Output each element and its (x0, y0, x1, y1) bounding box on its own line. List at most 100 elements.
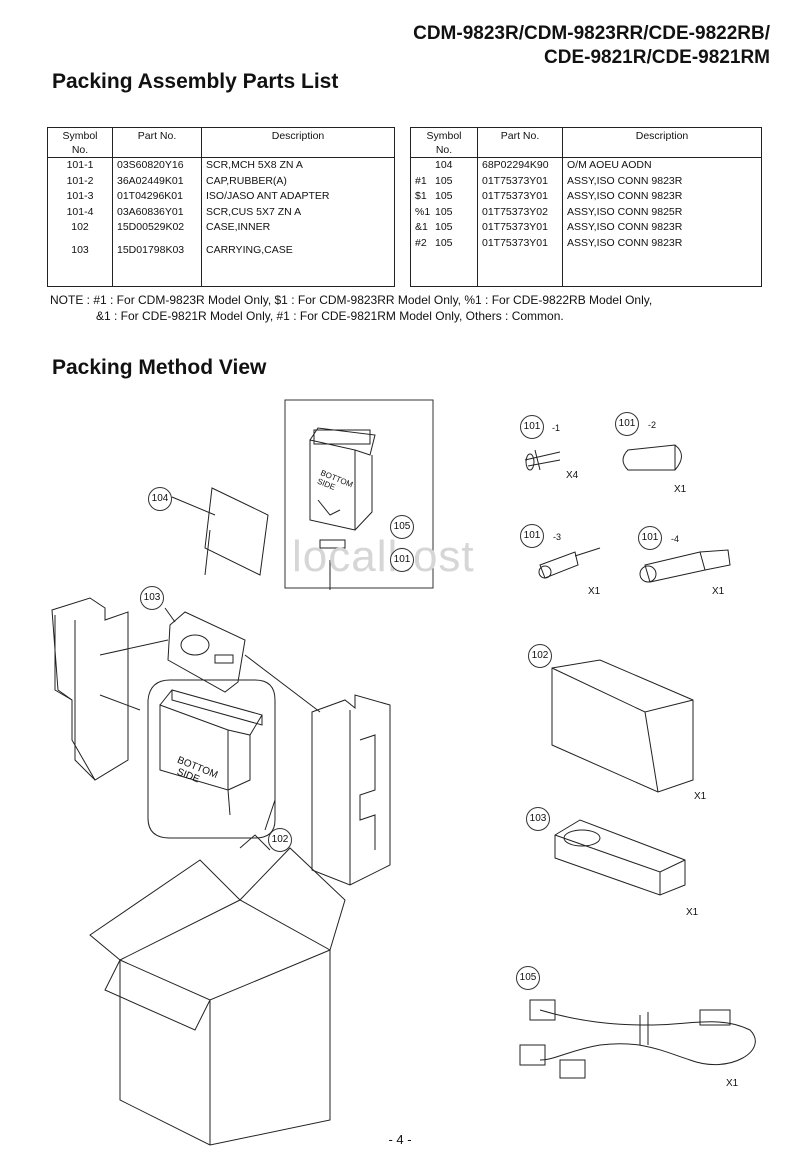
ant-adapter-pin (574, 547, 601, 557)
harness-tie (639, 1012, 649, 1045)
case-arrow-right (244, 654, 321, 713)
inset-frame (284, 399, 434, 589)
packing-method-title: Packing Method View (52, 356, 267, 379)
foam-right-cutout (359, 734, 376, 850)
screw-4 (644, 551, 706, 583)
model-header: CDM-9823R/CDM-9823RR/CDE-9822RB/ CDE-982… (413, 22, 770, 70)
leader-103 (164, 607, 176, 623)
symbol-value: 105 (435, 236, 453, 249)
part-no-cell: 68P02294K90 (477, 157, 563, 174)
model-mark: &1 (415, 221, 428, 233)
inset-unit-side (354, 455, 373, 531)
description-cell: ASSY,ISO CONN 9823R (562, 235, 762, 251)
qty-101-4: X1 (712, 586, 725, 597)
callout-103: 103 (140, 586, 164, 610)
manual-sheet (204, 487, 269, 576)
carton-top-edge (119, 949, 331, 1001)
suffix-4: -4 (671, 534, 680, 544)
part-no-cell: 01T75373Y01 (477, 173, 563, 189)
description-cell: SCR,MCH 5X8 ZN A (201, 157, 395, 174)
inner-case (147, 679, 276, 839)
symbol-value: 105 (435, 190, 453, 202)
symbol-value: 104 (435, 159, 453, 171)
suffix-2: -2 (648, 420, 657, 430)
carton-flap-left (89, 859, 241, 961)
table-filler-row (410, 251, 762, 287)
callout-101-4: 101 (638, 526, 662, 550)
qty-101-3: X1 (588, 586, 601, 597)
screw-1-head (525, 453, 535, 471)
model-line-1: CDM-9823R/CDM-9823RR/CDE-9822RB/ (413, 23, 770, 44)
part-no-cell: 01T04296K01 (112, 189, 202, 205)
symbol-value: 105 (435, 174, 453, 187)
carrying-case-part (554, 819, 686, 896)
model-mark: #1 (415, 174, 427, 187)
callout-101-2: 101 (615, 412, 639, 436)
case-arrow-left (99, 639, 169, 656)
note-line-2: &1 : For CDE-9821R Model Only, #1 : For … (96, 309, 564, 323)
leader-102 (264, 799, 276, 831)
part-no-cell: 01T75373Y02 (477, 204, 563, 220)
description-header: Description (562, 127, 762, 158)
manual-arrow (204, 529, 211, 576)
rubber-cap (622, 444, 682, 471)
symbol-cell: #1 105 (410, 173, 478, 189)
inset-unit-lid (313, 429, 371, 445)
carrying-case-part-edge (554, 834, 686, 895)
inner-case-box (551, 659, 694, 793)
inner-case-arrow (99, 694, 141, 711)
symbol-cell: #2 105 (410, 235, 478, 251)
qty-101-1: X4 (566, 470, 579, 481)
suffix-1: -1 (552, 423, 561, 433)
description-cell: ASSY,ISO CONN 9825R (562, 204, 762, 220)
note-line-1: NOTE : #1 : For CDM-9823R Model Only, $1… (50, 293, 653, 307)
screw-1 (524, 449, 561, 471)
part-no-header: Part No. (477, 127, 563, 158)
harness-connectors-left (519, 999, 586, 1079)
qty-101-2: X1 (674, 484, 687, 495)
inner-case-box-edge (551, 667, 694, 713)
part-no-cell: 03S60820Y16 (112, 157, 202, 174)
description-cell: SCR,CUS 5X7 ZN A (201, 204, 395, 220)
callout-101-1: 101 (520, 415, 544, 439)
screw-4-thread (699, 549, 731, 571)
qty-105: X1 (726, 1078, 739, 1089)
symbol-cell: 101-2 (47, 173, 113, 189)
harness-connector-right (699, 1009, 731, 1026)
symbol-cell: 104 (410, 157, 478, 174)
ant-adapter (539, 551, 579, 579)
qty-102: X1 (694, 791, 707, 802)
carrying-case-label (214, 654, 234, 664)
unit-side (227, 735, 251, 791)
model-mark: #2 (415, 236, 427, 249)
ant-adapter-end (538, 565, 552, 579)
callout-105-part: 105 (516, 966, 540, 990)
symbol-cell: 101-1 (47, 157, 113, 174)
part-no-cell: 01T75373Y01 (477, 220, 563, 236)
unit-top (159, 689, 263, 736)
description-cell: CAP,RUBBER(A) (201, 173, 395, 189)
description-cell: ASSY,ISO CONN 9823R (562, 189, 762, 205)
model-line-2: CDE-9821R/CDE-9821RM (544, 47, 770, 68)
carrying-case (167, 611, 246, 693)
callout-101: 101 (390, 548, 414, 572)
description-cell: ISO/JASO ANT ADAPTER (201, 189, 395, 205)
description-cell: ASSY,ISO CONN 9823R (562, 173, 762, 189)
watermark: localhost (292, 532, 475, 581)
part-no-cell: 01T75373Y01 (477, 189, 563, 205)
page-number: - 4 - (388, 1132, 412, 1147)
description-cell: CASE,INNER (201, 220, 395, 236)
